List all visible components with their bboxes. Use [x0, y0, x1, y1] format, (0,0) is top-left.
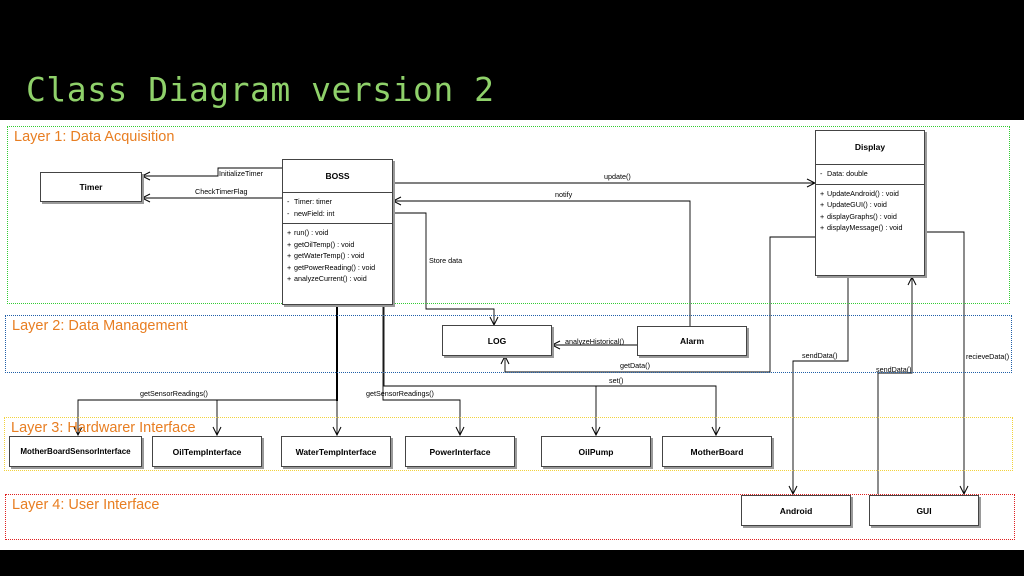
set-line-motherboard — [384, 385, 716, 435]
class-name: LOG — [487, 335, 507, 346]
initialize-timer-line — [142, 167, 282, 176]
send-data-gui-line — [877, 277, 912, 494]
get-sensor-readings-right-label: getSensorReadings() — [366, 389, 434, 398]
initialize-timer-label: InitializeTimer — [219, 169, 264, 178]
recieve-data-line — [925, 231, 964, 494]
get-sensor-readings-left-label: getSensorReadings() — [140, 389, 208, 398]
layer-label: Layer 2: Data Management — [12, 318, 188, 334]
operation: +getPowerReading() : void — [287, 262, 376, 272]
send-data-android-label: sendData() — [802, 351, 838, 360]
class-diagram: Layer 1: Data Acquisition Layer 2: Data … — [0, 120, 1024, 550]
motherboard-sensor-interface-class[interactable]: MotherBoardSensorInterface — [9, 436, 142, 467]
operations-compartment: +UpdateAndroid() : void +UpdateGUI() : v… — [816, 185, 924, 238]
oil-pump-class[interactable]: OilPump — [541, 436, 651, 467]
log-class[interactable]: LOG — [442, 325, 552, 356]
timer-class[interactable]: Timer — [40, 172, 142, 202]
operation: +getOilTemp() : void — [287, 239, 355, 249]
get-data-label: getData() — [620, 361, 650, 370]
store-data-line — [393, 212, 494, 325]
motherboard-class[interactable]: MotherBoard — [662, 436, 772, 467]
class-name: GUI — [916, 505, 932, 516]
operation: +run() : void — [287, 228, 329, 237]
layer-label: Layer 4: User Interface — [12, 497, 160, 513]
layer-2-data-management: Layer 2: Data Management — [5, 315, 1012, 373]
layer-label: Layer 1: Data Acquisition — [14, 129, 175, 145]
operation: +UpdateAndroid() : void — [820, 188, 899, 198]
class-name: BOSS — [283, 160, 392, 193]
class-name: MotherBoard — [690, 446, 744, 457]
send-data-gui-label: sendData() — [876, 365, 912, 374]
operation: +getWaterTemp() : void — [287, 251, 365, 260]
class-name: PowerInterface — [429, 446, 491, 457]
class-name: Android — [779, 505, 813, 516]
operation: +analyzeCurrent() : void — [287, 274, 367, 283]
class-name: Display — [816, 131, 924, 165]
oil-temp-interface-class[interactable]: OilTempInterface — [152, 436, 262, 467]
recieve-data-label: recieveData() — [966, 352, 1010, 361]
class-name: OilTempInterface — [172, 446, 242, 457]
operation: +displayGraphs() : void — [820, 211, 897, 221]
send-data-android-line — [793, 276, 849, 494]
boss-class[interactable]: BOSS -Timer: timer -newField: int +run()… — [282, 159, 393, 305]
layer-label: Layer 3: Hardwarer Interface — [11, 420, 196, 436]
update-label: update() — [604, 172, 631, 181]
class-name: Alarm — [679, 336, 705, 346]
slide-title: Class Diagram version 2 — [26, 70, 495, 109]
android-class[interactable]: Android — [741, 495, 851, 526]
class-name: OilPump — [578, 446, 614, 457]
layer-1-data-acquisition: Layer 1: Data Acquisition — [7, 126, 1010, 304]
operations-compartment: +run() : void +getOilTemp() : void +getW… — [283, 224, 392, 289]
attribute: -Data: double — [820, 169, 868, 178]
gui-class[interactable]: GUI — [869, 495, 979, 526]
store-data-label: Store data — [429, 256, 463, 265]
attributes-compartment: -Timer: timer -newField: int — [283, 193, 392, 224]
analyze-historical-label: analyzeHistorical() — [565, 337, 625, 346]
attribute: -Timer: timer — [287, 197, 333, 206]
alarm-class[interactable]: Alarm — [637, 326, 747, 356]
operation: +displayMessage() : void — [820, 223, 903, 232]
attributes-compartment: -Data: double — [816, 165, 924, 185]
power-interface-class[interactable]: PowerInterface — [405, 436, 515, 467]
notify-line — [393, 201, 691, 326]
attribute: -newField: int — [287, 208, 335, 218]
class-name: WaterTempInterface — [295, 446, 377, 457]
set-label: set() — [609, 376, 624, 385]
layer-3-hardware-interface: Layer 3: Hardwarer Interface — [4, 417, 1013, 471]
notify-label: notify — [555, 190, 573, 199]
check-timer-flag-label: CheckTimerFlag — [195, 187, 248, 196]
water-temp-interface-class[interactable]: WaterTempInterface — [281, 436, 391, 467]
sensor-bus-left — [78, 399, 337, 435]
layer-4-user-interface: Layer 4: User Interface — [5, 494, 1015, 540]
operation: +UpdateGUI() : void — [820, 200, 887, 209]
display-class[interactable]: Display -Data: double +UpdateAndroid() :… — [815, 130, 925, 276]
connector-lines — [0, 167, 1024, 550]
class-name: MotherBoardSensorInterface — [20, 447, 131, 456]
class-name: Timer — [79, 182, 103, 192]
